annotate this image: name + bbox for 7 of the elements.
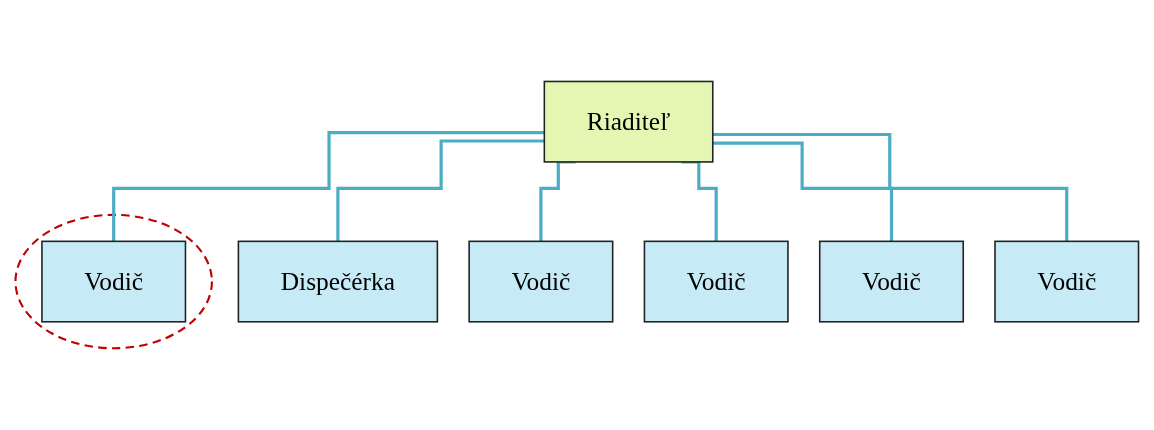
- node-box: Vodič: [468, 240, 614, 323]
- node-box: Dispečérka: [237, 240, 439, 323]
- node-box: Vodič: [41, 240, 187, 323]
- node-box: Vodič: [818, 240, 965, 323]
- node-box: Vodič: [643, 240, 789, 323]
- node-box: Riaditeľ: [543, 80, 714, 163]
- node-box: Vodič: [994, 240, 1140, 323]
